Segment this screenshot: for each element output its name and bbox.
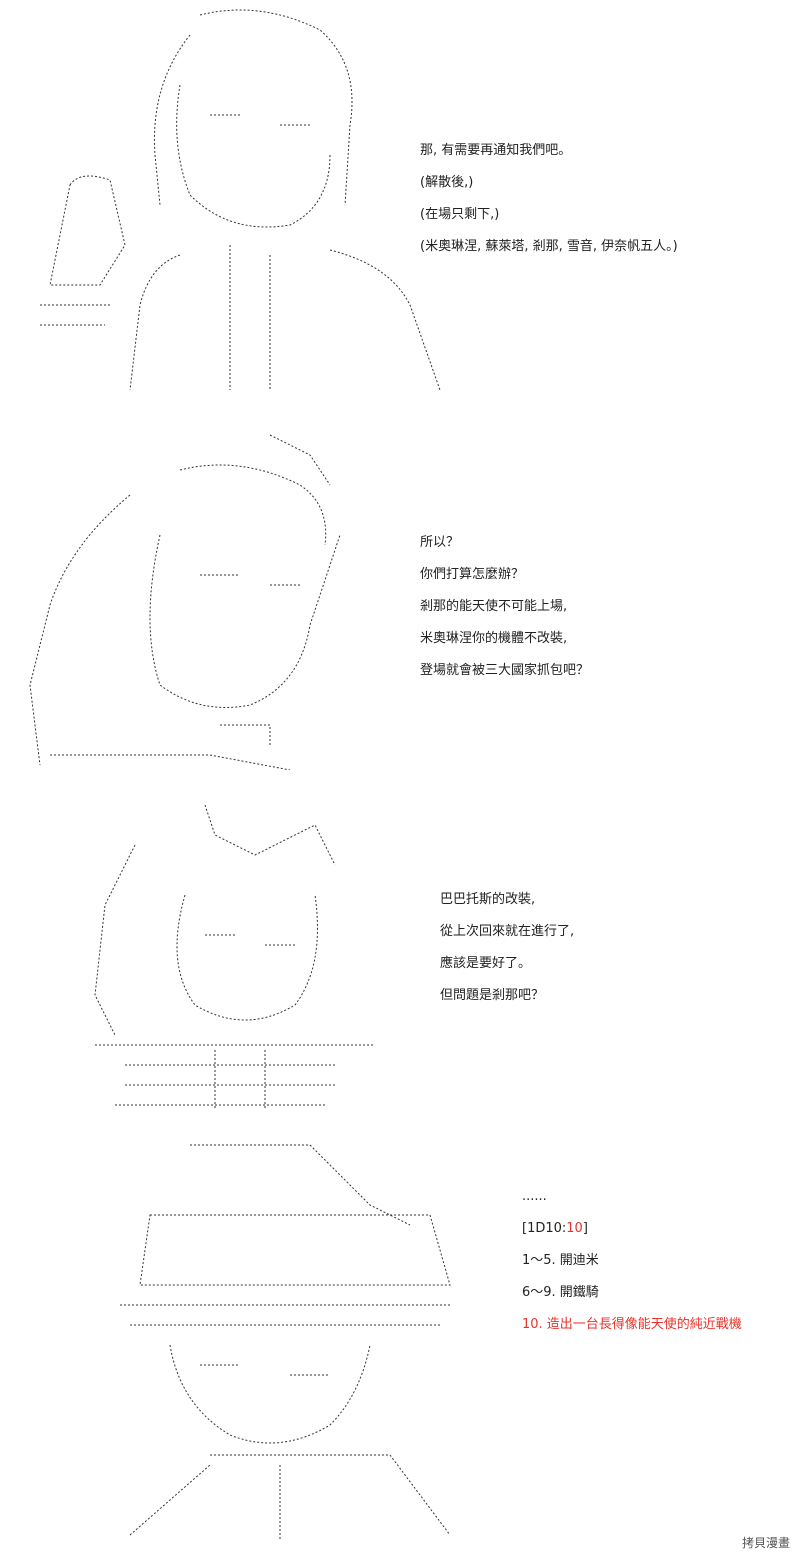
- panel-1: 那, 有需要再通知我們吧。 (解散後,) (在場只剩下,) (米奧琳涅, 蘇萊塔…: [0, 0, 800, 395]
- dice-roll-value: 10: [566, 1221, 583, 1236]
- dialogue-line: (解散後,): [420, 175, 474, 190]
- dialogue-line: 你們打算怎麼辦？: [420, 567, 525, 582]
- dialogue-line: 但問題是剎那吧？: [440, 988, 545, 1003]
- choice-option-selected: 10. 造出一台長得像能天使的純近戰機: [522, 1317, 742, 1332]
- panel-2-dialogue: 所以？ 你們打算怎麼辦？ 剎那的能天使不可能上場, 米奧琳涅你的機體不改裝, 登…: [420, 527, 589, 687]
- dialogue-line: 米奧琳涅你的機體不改裝,: [420, 631, 568, 646]
- panel-2: 所以？ 你們打算怎麼辦？ 剎那的能天使不可能上場, 米奧琳涅你的機體不改裝, 登…: [0, 420, 800, 775]
- panel-1-dialogue: 那, 有需要再通知我們吧。 (解散後,) (在場只剩下,) (米奧琳涅, 蘇萊塔…: [420, 135, 678, 263]
- character-illustration-1: [40, 9, 441, 390]
- panel-4: ...... [1D10:10] 1〜5. 開迪米 6〜9. 開鐵騎 10. 造…: [0, 1130, 800, 1550]
- ascii-art-character-3: [75, 795, 405, 1115]
- panel-3-dialogue: 巴巴托斯的改裝, 從上次回來就在進行了, 應該是要好了。 但問題是剎那吧？: [440, 884, 574, 1012]
- dice-roll-label: [1D10:: [522, 1221, 567, 1236]
- dialogue-line: 應該是要好了。: [440, 956, 532, 971]
- watermark: 拷貝漫畫: [741, 1536, 790, 1550]
- character-illustration-4: [120, 1144, 451, 1540]
- ascii-art-character-2: [10, 425, 390, 770]
- dialogue-line: 剎那的能天使不可能上場,: [420, 599, 568, 614]
- dialogue-line: 登場就會被三大國家抓包吧？: [420, 663, 590, 678]
- dice-roll-result: [1D10:10]: [522, 1213, 742, 1245]
- ascii-art-character-waving: [30, 5, 450, 390]
- dialogue-line: 所以？: [420, 535, 460, 550]
- choice-option: 1〜5. 開迪米: [522, 1253, 599, 1268]
- choice-option: 6〜9. 開鐵騎: [522, 1285, 599, 1300]
- dialogue-line: 那, 有需要再通知我們吧。: [420, 143, 572, 158]
- dialogue-line: 從上次回來就在進行了,: [440, 924, 575, 939]
- character-illustration-2: [29, 434, 341, 770]
- dialogue-line: (在場只剩下,): [420, 207, 500, 222]
- ascii-art-character-4: [110, 1135, 490, 1545]
- dialogue-line: 巴巴托斯的改裝,: [440, 892, 536, 907]
- panel-4-dialogue: ...... [1D10:10] 1〜5. 開迪米 6〜9. 開鐵騎 10. 造…: [522, 1181, 742, 1341]
- dialogue-line: ......: [522, 1189, 547, 1204]
- dialogue-line: (米奧琳涅, 蘇萊塔, 剎那, 雪音, 伊奈帆五人。): [420, 239, 678, 254]
- panel-3: 巴巴托斯的改裝, 從上次回來就在進行了, 應該是要好了。 但問題是剎那吧？: [0, 790, 800, 1120]
- character-illustration-3: [94, 804, 375, 1110]
- dice-roll-close: ]: [582, 1221, 588, 1236]
